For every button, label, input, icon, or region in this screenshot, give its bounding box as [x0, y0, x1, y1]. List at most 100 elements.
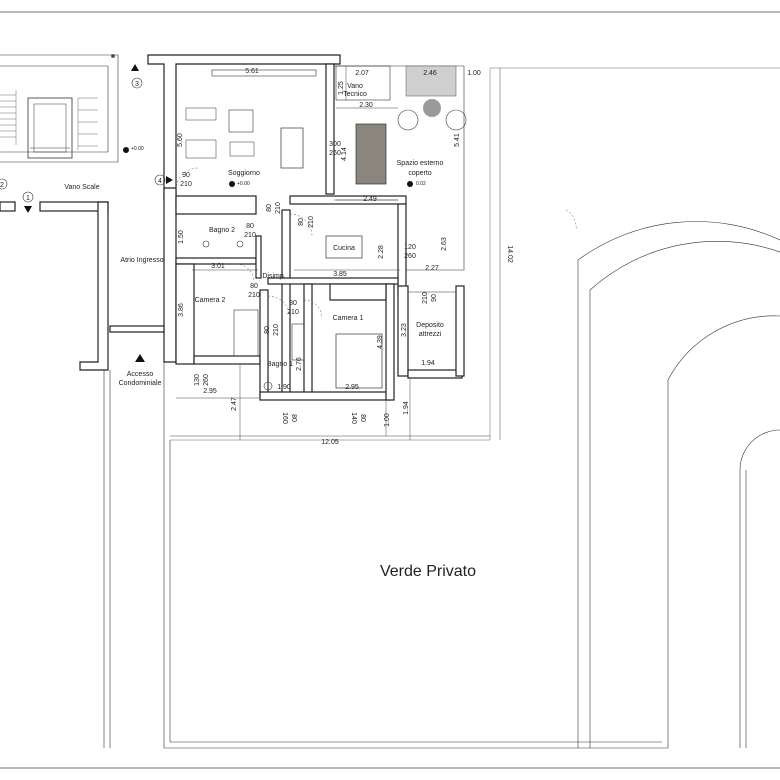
- dim-80-g: 80: [290, 414, 297, 422]
- dim-3-23: 3.23: [401, 323, 408, 337]
- arrow-down-icon: [24, 206, 32, 213]
- room-label-soggiorno: Soggiorno: [228, 170, 260, 177]
- north-arrow-icon: [131, 64, 139, 71]
- dim-2-46: 2.46: [423, 70, 437, 77]
- dim-2-28: 2.28: [378, 245, 385, 259]
- atrium-walls: [0, 54, 341, 371]
- dim-210-h: 210: [273, 324, 280, 336]
- level-icon: [123, 147, 413, 187]
- room-labels: Vano Scale Atrio Ingresso Accesso Condom…: [64, 83, 476, 580]
- dim-14-02: 14.02: [506, 245, 513, 263]
- level-labels: +0.00 +0.00 0.02: [131, 146, 426, 187]
- marker-3-circle: [131, 77, 143, 89]
- dim-2-95-a: 2.95: [203, 388, 217, 395]
- dim-210-f: 210: [287, 309, 299, 316]
- dim-80-a: 80: [266, 204, 273, 212]
- dim-12-05: 12.05: [321, 439, 339, 446]
- marker-2-label: 2: [0, 182, 4, 189]
- dim-1-50: 1.50: [178, 230, 185, 244]
- room-label-atrio: Atrio Ingresso: [120, 257, 163, 264]
- room-label-cucina: Cucina: [333, 245, 355, 252]
- door-swings: [175, 167, 577, 319]
- marker-3-label: 3: [135, 81, 139, 88]
- entry-arrow-icon: [135, 354, 145, 362]
- deposito-walls: [397, 285, 465, 379]
- room-label-disimp: Disimp.: [262, 273, 285, 280]
- dim-1-94-b: 1.94: [403, 401, 410, 415]
- dim-80-b: 80: [298, 218, 305, 226]
- room-label-spazio-2: coperto: [408, 170, 431, 177]
- room-label-vano-tecnico-2: Tecnico: [343, 91, 367, 98]
- dim-210-e: 210: [248, 292, 260, 299]
- level-soggiorno: +0.00: [237, 181, 250, 187]
- arrow-right-icon: [166, 176, 173, 184]
- marker-1-label: 1: [26, 195, 30, 202]
- room-label-spazio-1: Spazio esterno: [397, 160, 444, 167]
- garden-boundary: [103, 360, 669, 749]
- room-label-bagno2: Bagno 2: [209, 227, 235, 234]
- dim-4-39: 4.39: [377, 335, 384, 349]
- dim-120: 120: [404, 244, 416, 251]
- dim-5-41: 5.41: [454, 133, 461, 147]
- dim-2-76: 2.76: [296, 357, 303, 371]
- dim-1-00-b: 1.00: [384, 413, 391, 427]
- section-markers: 3 1 2 4: [0, 64, 413, 362]
- level-spazio: 0.02: [416, 181, 426, 187]
- dim-2-95-b: 2.95: [345, 384, 359, 391]
- dim-1-25: 1.25: [338, 81, 345, 95]
- room-label-camera1: Camera 1: [333, 315, 364, 322]
- dim-2-27: 2.27: [425, 265, 439, 272]
- furniture: [185, 69, 467, 391]
- dim-5-60: 5.60: [177, 133, 184, 147]
- room-label-vano-tecnico-1: Vano: [347, 83, 363, 90]
- dim-80-h: 80: [359, 414, 366, 422]
- dim-2-07: 2.07: [355, 70, 369, 77]
- room-label-vano-scale: Vano Scale: [64, 184, 99, 191]
- dim-160: 160: [281, 412, 288, 424]
- dim-210-c: 210: [308, 216, 315, 228]
- room-label-deposito-1: Deposito: [416, 322, 444, 329]
- dim-1-00-top: 1.00: [467, 70, 481, 77]
- dim-210-d: 210: [244, 232, 256, 239]
- dim-140: 140: [350, 412, 357, 424]
- dim-260-a: 260: [329, 150, 341, 157]
- level-scale: +0.00: [131, 146, 144, 152]
- marker-1-circle: [22, 191, 34, 203]
- dim-3-86: 3.86: [178, 303, 185, 317]
- room-label-camera2: Camera 2: [195, 297, 226, 304]
- dim-4-14: 4.14: [341, 147, 348, 161]
- dim-260-c: 260: [203, 374, 210, 386]
- dim-80-e: 80: [289, 300, 297, 307]
- dim-2-30: 2.30: [359, 102, 373, 109]
- dim-80-d: 80: [250, 283, 258, 290]
- dimension-labels: 5.61 2.07 2.46 1.00 1.25 2.30 5.60 300 2…: [177, 68, 513, 446]
- dim-210-b: 210: [275, 202, 282, 214]
- dim-260-b: 260: [404, 253, 416, 260]
- dimension-lines: [170, 66, 501, 440]
- room-label-accesso-2: Condominiale: [119, 380, 162, 387]
- property-line: [170, 67, 780, 441]
- dim-300: 300: [329, 141, 341, 148]
- sheet-frame: [0, 11, 780, 769]
- dim-90-b: 90: [431, 294, 438, 302]
- dim-1-90: 1.90: [277, 384, 291, 391]
- marker-4-label: 4: [158, 178, 162, 185]
- room-label-deposito-2: attrezzi: [419, 331, 442, 338]
- dim-210-g: 210: [422, 292, 429, 304]
- dim-1-94-a: 1.94: [421, 360, 435, 367]
- room-label-accesso-1: Accesso: [127, 371, 154, 378]
- stair-core: [0, 54, 119, 163]
- dim-3-85: 3.85: [333, 271, 347, 278]
- main-label-verde-privato: Verde Privato: [380, 563, 476, 580]
- dim-130: 130: [194, 374, 201, 386]
- marker-4-circle: [154, 174, 166, 186]
- dim-80-f: 80: [264, 326, 271, 334]
- room-label-bagno1: Bagno 1: [267, 361, 293, 368]
- dim-5-61: 5.61: [245, 68, 259, 75]
- dim-90: 90: [182, 172, 190, 179]
- dim-80-c: 80: [246, 223, 254, 230]
- dim-2-63: 2.63: [441, 237, 448, 251]
- dim-2-49: 2.49: [363, 196, 377, 203]
- marker-2-circle: [0, 178, 8, 190]
